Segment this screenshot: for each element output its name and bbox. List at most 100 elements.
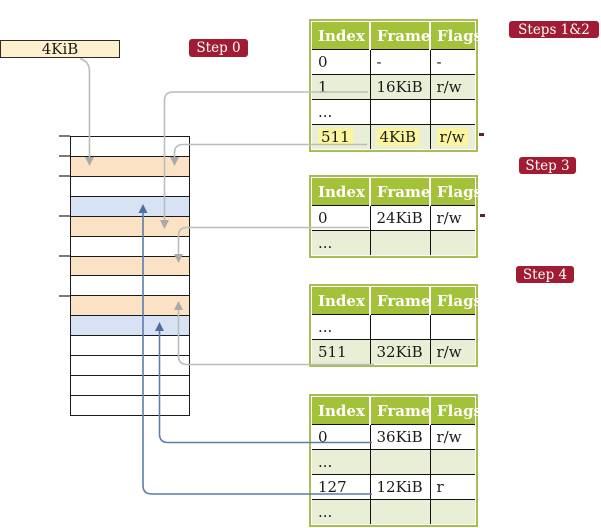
memory-row-frame bbox=[71, 155, 189, 176]
cell-index: 127 bbox=[312, 474, 371, 500]
table-row: ... bbox=[312, 314, 475, 340]
table-header-row: Index Frame Flags bbox=[312, 178, 482, 206]
memory-row-free bbox=[71, 175, 189, 196]
cell-flags bbox=[430, 230, 475, 255]
cell-frame: 36KiB bbox=[370, 424, 431, 450]
memory-row-frame bbox=[71, 255, 189, 276]
cell-frame: 12KiB bbox=[370, 474, 431, 500]
cell-flags: r/w bbox=[430, 424, 475, 450]
table-header-row: Index Frame Flags bbox=[312, 287, 482, 315]
col-header-flags: Flags bbox=[430, 287, 482, 315]
highlighted-value: 4KiB bbox=[376, 128, 420, 146]
memory-row-free bbox=[71, 394, 189, 415]
cell-flags bbox=[430, 499, 475, 524]
cell-index: ... bbox=[312, 499, 371, 524]
table-row: 0 24KiB r/w bbox=[312, 205, 475, 231]
table-row: 127 12KiB r bbox=[312, 474, 475, 500]
col-header-flags: Flags bbox=[430, 178, 482, 206]
cell-frame bbox=[370, 314, 431, 340]
table-header-row: Index Frame Flags bbox=[312, 22, 482, 50]
cell-flags bbox=[430, 99, 475, 125]
memory-row-free bbox=[71, 375, 189, 395]
memory-row-page-table bbox=[71, 315, 189, 336]
cell-index: 511 bbox=[312, 339, 371, 364]
table-row: 1 16KiB r/w bbox=[312, 74, 475, 100]
badge-step-3-text: Step 3 bbox=[525, 157, 570, 174]
col-header-index: Index bbox=[312, 178, 371, 206]
cell-index: 1 bbox=[312, 74, 371, 100]
kib-tick bbox=[59, 135, 70, 137]
memory-row-page-table bbox=[71, 195, 189, 216]
memory-row-free bbox=[71, 355, 189, 376]
page-table-3: Index Frame Flags ... 511 32KiB r/w bbox=[309, 284, 482, 367]
table-row: 511 32KiB r/w bbox=[312, 339, 475, 364]
col-header-flags: Flags bbox=[430, 22, 482, 50]
cell-index: 511 bbox=[312, 124, 371, 149]
cell-frame: - bbox=[370, 49, 431, 75]
cell-index: ... bbox=[312, 449, 371, 475]
col-header-frame: Frame bbox=[370, 287, 431, 315]
cell-index: 0 bbox=[312, 205, 371, 231]
cell-frame: 16KiB bbox=[370, 74, 431, 100]
kib-tick bbox=[59, 215, 70, 217]
cell-index: 0 bbox=[312, 49, 371, 75]
cell-frame bbox=[370, 230, 431, 255]
table-row: 0 - - bbox=[312, 49, 475, 75]
badge-steps-1-2: Steps 1&2 bbox=[509, 21, 599, 38]
cell-frame bbox=[370, 499, 431, 524]
badge-step-0-text: Step 0 bbox=[196, 40, 241, 56]
cell-frame bbox=[370, 449, 431, 475]
col-header-index: Index bbox=[312, 397, 371, 425]
badge-steps-1-2-text: Steps 1&2 bbox=[518, 21, 590, 38]
memory-row-free bbox=[71, 335, 189, 356]
memory-row-frame bbox=[71, 215, 189, 236]
page-table-4: Index Frame Flags 0 36KiB r/w ... 127 12… bbox=[309, 394, 482, 527]
table-row: ... bbox=[312, 449, 475, 475]
col-header-frame: Frame bbox=[370, 22, 431, 50]
badge-step-4-text: Step 4 bbox=[522, 266, 568, 283]
highlighted-value: 511 bbox=[318, 128, 353, 146]
table-row: ... bbox=[312, 99, 475, 125]
table-row: ... bbox=[312, 499, 475, 524]
cell-frame: 4KiB bbox=[370, 124, 431, 149]
col-header-index: Index bbox=[312, 22, 371, 50]
badge-step-0: Step 0 bbox=[189, 39, 248, 57]
leader-mark bbox=[480, 214, 485, 217]
cell-flags bbox=[430, 449, 475, 475]
table-row: 0 36KiB r/w bbox=[312, 424, 475, 450]
page-table-1: Index Frame Flags 0 - - 1 16KiB r/w ... bbox=[309, 19, 482, 152]
cell-flags: r/w bbox=[430, 124, 475, 149]
leader-mark bbox=[479, 133, 484, 136]
memory-row-free bbox=[71, 235, 189, 256]
cell-index: ... bbox=[312, 314, 371, 340]
col-header-frame: Frame bbox=[370, 397, 431, 425]
page-table-2: Index Frame Flags 0 24KiB r/w ... bbox=[309, 175, 482, 258]
col-header-index: Index bbox=[312, 287, 371, 315]
cell-flags: r/w bbox=[430, 74, 475, 100]
table-header-row: Index Frame Flags bbox=[312, 397, 482, 425]
cell-flags: r/w bbox=[430, 339, 475, 364]
cell-flags bbox=[430, 314, 475, 340]
cell-index: 0 bbox=[312, 424, 371, 450]
badge-step-4: Step 4 bbox=[516, 266, 574, 283]
cell-flags: r bbox=[430, 474, 475, 500]
physical-memory-column bbox=[70, 136, 190, 416]
memory-row-frame bbox=[71, 295, 189, 316]
col-header-frame: Frame bbox=[370, 178, 431, 206]
table-row-highlighted: 511 4KiB r/w bbox=[312, 124, 475, 149]
frame-size-label: 4KiB bbox=[0, 40, 120, 58]
table-row: ... bbox=[312, 230, 475, 255]
highlighted-value: r/w bbox=[436, 128, 468, 146]
cell-index: ... bbox=[312, 230, 371, 255]
badge-step-3: Step 3 bbox=[519, 157, 576, 174]
cell-index: ... bbox=[312, 99, 371, 125]
kib-tick bbox=[59, 155, 70, 157]
cell-flags: r/w bbox=[430, 205, 475, 231]
cell-flags: - bbox=[430, 49, 475, 75]
cell-frame: 32KiB bbox=[370, 339, 431, 364]
kib-tick bbox=[59, 295, 70, 297]
cell-frame: 24KiB bbox=[370, 205, 431, 231]
col-header-flags: Flags bbox=[430, 397, 482, 425]
memory-row-free bbox=[71, 137, 189, 156]
